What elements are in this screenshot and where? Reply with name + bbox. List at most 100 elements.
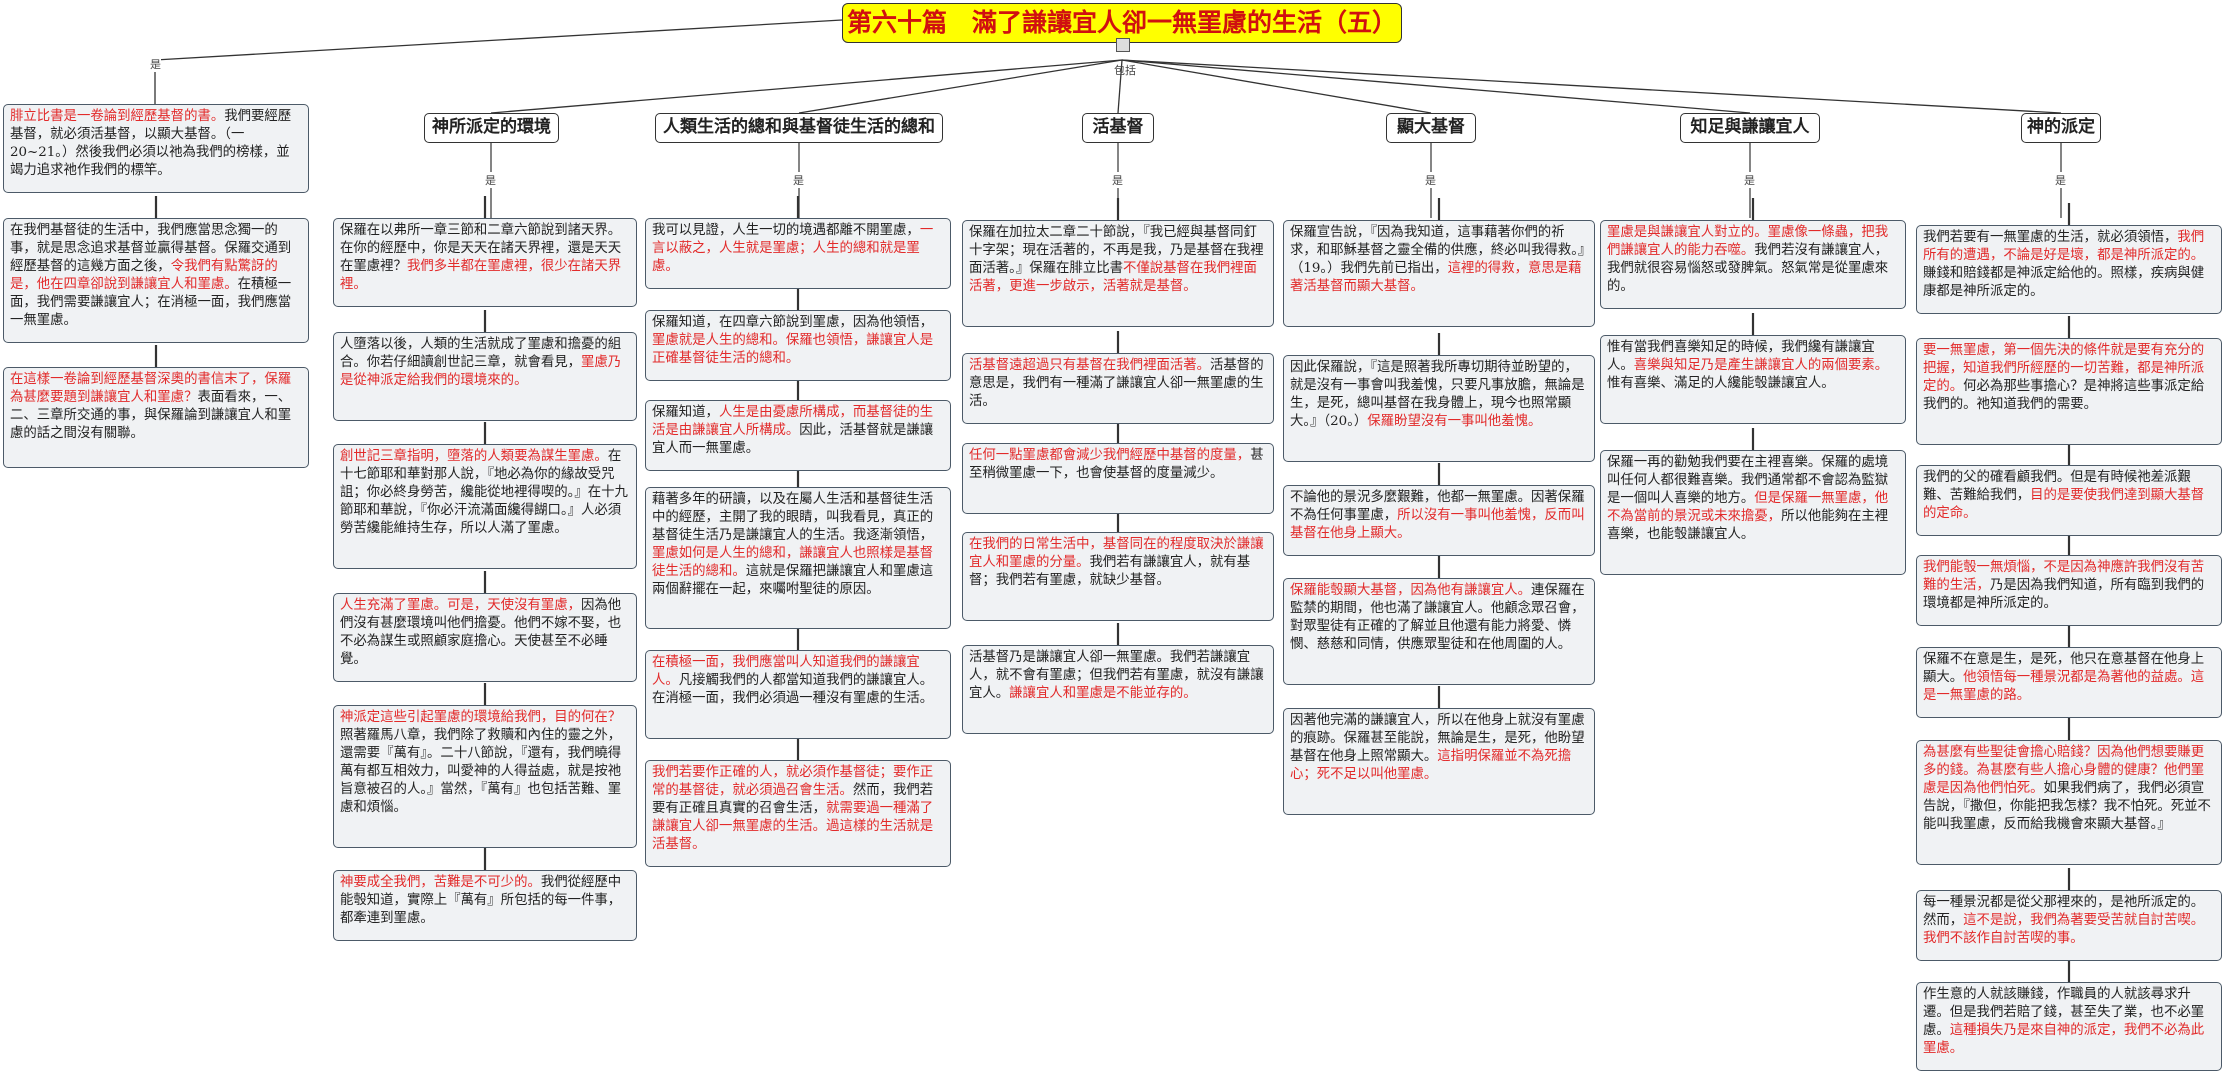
env-box-6: 神要成全我們，苦難是不可少的。我們從經歷中能彀知道，實際上『萬有』所包括的每一件… <box>333 870 637 941</box>
connector-line <box>798 59 1123 114</box>
body-text: 在積極一面，我們需要謙讓宜人；在消極一面，我們應當一無罣慮。 <box>10 277 292 328</box>
body-text: 不論他的景況多麼艱難，他都一無罣慮。因著保羅不為任何事罣慮， <box>1290 490 1585 523</box>
body-text: 乃是因為我們知道，所有臨到我們的環境都是神所派定的。 <box>1923 578 2205 611</box>
ordain-box-5: 保羅不在意是生，是死，他只在意基督在他身上顯大。他領悟每一種景況都是為著他的益處… <box>1916 647 2222 718</box>
body-text: 我們若有謙讓宜人，就有基督；我們若有罣慮，就缺少基督。 <box>969 555 1251 588</box>
highlight-text: 不僅說基督在我們裡面活著，更進一步啟示，活著就是基督。 <box>969 261 1257 294</box>
body-text: 惟有當我們喜樂知足的時候，我們纔有謙讓宜人。 <box>1607 340 1875 373</box>
highlight-text: 喜樂與知足乃是產生謙讓宜人的兩個要素。 <box>1633 358 1889 373</box>
body-text: 因為他們沒有甚麼環境叫他們擔憂。他們不嫁不娶，也不必為謀生或照顧家庭擔心。天使甚… <box>340 598 622 667</box>
env-box-1: 保羅在以弗所一章三節和二章六節說到諸天界。在你的經歷中，你是天天在諸天界裡，還是… <box>333 218 637 307</box>
highlight-text: 人生是由憂慮所構成，而基督徒的生活是由謙讓宜人所構成。 <box>652 405 934 438</box>
sum-box-5: 在積極一面，我們應當叫人知道我們的謙讓宜人。凡接觸我們的人都當知道我們的謙讓宜人… <box>645 650 951 739</box>
highlight-text: 要一無罣慮，第一個先決的條件就是要有充分的把握，知道我們所經歷的一切苦難，都是神… <box>1923 343 2205 394</box>
highlight-text: 令我們有點驚訝的是，他在四章卻說到謙讓宜人和罣慮。 <box>10 259 278 292</box>
body-text: 因此，活基督就是謙讓宜人而一無罣慮。 <box>652 423 934 456</box>
highlight-text: 我們多半都在罣慮裡，很少在諸天界裡。 <box>340 259 622 292</box>
highlight-text: 但是保羅一無罣慮，他不為當前的景況或未來擔憂， <box>1607 491 1889 524</box>
connector-label-sub: 是 <box>2055 172 2066 188</box>
env-box-4: 人生充滿了罣慮。可是，天使沒有罣慮，因為他們沒有甚麼環境叫他們擔憂。他們不嫁不娶… <box>333 593 637 682</box>
body-text: 每一種景況都是從父那裡來的，是祂所派定的。然而， <box>1923 895 2205 928</box>
ordain-box-4: 我們能彀一無煩惱，不是因為神應許我們沒有苦難的生活，乃是因為我們知道，所有臨到我… <box>1916 555 2222 626</box>
highlight-text: 這裡的得救，意思是藉著活基督而顯大基督。 <box>1290 261 1582 294</box>
body-text: 保羅在以弗所一章三節和二章六節說到諸天界。在你的經歷中，你是天天在諸天界裡，還是… <box>340 223 622 274</box>
body-text: 凡接觸我們的人都當知道我們的謙讓宜人。在消極一面，我們必須過一種沒有罣慮的生活。 <box>652 673 934 706</box>
body-text: 活基督乃是謙讓宜人卻一無罣慮。我們若謙讓宜人，就不會有罣慮；但我們若有罣慮，就沒… <box>969 650 1264 701</box>
heading-content-gentleness: 知足與謙讓宜人 <box>1680 113 1820 143</box>
body-text: 我可以見證，人生一切的境遇都離不開罣慮， <box>652 223 920 238</box>
highlight-text: 罣慮如何是人生的總和，謙讓宜人也照樣是基督徒生活的總和。 <box>652 546 934 579</box>
intro-box-1: 腓立比書是一卷論到經歷基督的書。我們要經歷基督，就必須活基督，以顯大基督。（一2… <box>3 104 309 193</box>
body-text: 藉著多年的研讀，以及在屬人生活和基督徒生活中的經歷，主開了我的眼睛，叫我看見，真… <box>652 492 934 543</box>
connector-label-left: 是 <box>150 56 161 72</box>
highlight-text: 他領悟每一種景況都是為著他的益處。這是一無罣慮的路。 <box>1923 670 2205 703</box>
highlight-text: 在積極一面，我們應當叫人知道我們的謙讓宜人。 <box>652 655 920 688</box>
env-box-5: 神派定這些引起罣慮的環境給我們，目的何在？照著羅馬八章，我們除了救贖和內住的靈之… <box>333 705 637 848</box>
body-text: 在十七節耶和華對那人說，『地必為你的緣故受咒詛；你必終身勞苦，纔能從地裡得喫的。… <box>340 449 628 536</box>
body-text: 這就是保羅把謙讓宜人和罣慮這兩個辭擺在一起，來囑咐聖徒的原因。 <box>652 564 934 597</box>
live-box-4: 在我們的日常生活中，基督同在的程度取決於謙讓宜人和罣慮的分量。我們若有謙讓宜人，… <box>962 532 1274 621</box>
highlight-text: 在我們的日常生活中，基督同在的程度取決於謙讓宜人和罣慮的分量。 <box>969 537 1264 570</box>
connector-line <box>490 59 1123 114</box>
magnify-box-4: 保羅能彀顯大基督，因為他有謙讓宜人。連保羅在監禁的期間，他也滿了謙讓宜人。他顧念… <box>1283 578 1595 685</box>
body-text: 保羅在加拉太二章二十節說，『我已經與基督同釘十字架；現在活著的，不再是我，乃是基… <box>969 225 1264 276</box>
magnify-box-1: 保羅宣告說，『因為我知道，這事藉著你們的祈求，和耶穌基督之靈全備的供應，終必叫我… <box>1283 220 1595 327</box>
highlight-text: 保羅盼望沒有一事叫他羞愧。 <box>1367 414 1542 429</box>
heading-ordained-environment: 神所派定的環境 <box>424 113 559 143</box>
body-text: 人墮落以後，人類的生活就成了罣慮和擔憂的組合。你若仔細讀創世記三章，就會看見， <box>340 337 622 370</box>
ordain-box-2: 要一無罣慮，第一個先決的條件就是要有充分的把握，知道我們所經歷的一切苦難，都是神… <box>1916 338 2222 445</box>
body-text: 我們的父的確看顧我們。但是有時候祂差派艱難、苦難給我們， <box>1923 470 2191 503</box>
connector-line <box>1121 59 1751 114</box>
body-text: 活基督的意思是，我們有一種滿了謙讓宜人卻一無罣慮的生活。 <box>969 358 1264 409</box>
connector-line <box>154 19 843 61</box>
body-text: 照著羅馬八章，我們除了救贖和內住的靈之外，還需要『萬有』。二十八節說，『還有，我… <box>340 728 622 815</box>
body-text: 我們從經歷中能彀知道，實際上『萬有』所包括的每一件事，都牽連到罣慮。 <box>340 875 622 926</box>
env-box-2: 人墮落以後，人類的生活就成了罣慮和擔憂的組合。你若仔細讀創世記三章，就會看見，罣… <box>333 332 637 421</box>
body-text: 賺錢和賠錢都是神派定給他的。照樣，疾病與健康都是神所派定的。 <box>1923 266 2205 299</box>
env-box-3: 創世記三章指明，墮落的人類要為謀生罣慮。在十七節耶和華對那人說，『地必為你的緣故… <box>333 444 637 569</box>
body-text: 甚至稍微罣慮一下，也會使基督的度量減少。 <box>969 448 1264 481</box>
body-text: 連保羅在監禁的期間，他也滿了謙讓宜人。他顧念眾召會，對眾聖徒有正確的了解並且他還… <box>1290 583 1585 652</box>
ordain-box-7: 每一種景況都是從父那裡來的，是祂所派定的。然而，這不是說，我們為著要受苦就自討苦… <box>1916 890 2222 961</box>
body-text: 保羅知道， <box>652 405 719 420</box>
body-text: 惟有喜樂、滿足的人纔能彀謙讓宜人。 <box>1607 376 1835 391</box>
highlight-text: 這指明保羅並不為死擔心；死不足以叫他罣慮。 <box>1290 749 1572 782</box>
highlight-text: 神要成全我們，苦難是不可少的。 <box>340 875 541 890</box>
connector-label-sub: 是 <box>485 172 496 188</box>
sum-box-2: 保羅知道，在四章六節說到罣慮，因為他領悟，罣慮就是人生的總和。保羅也領悟，謙讓宜… <box>645 310 951 381</box>
highlight-text: 這不是說，我們為著要受苦就自討苦喫。我們不該作自討苦喫的事。 <box>1923 913 2205 946</box>
highlight-text: 為甚麼有些聖徒會擔心賠錢？因為他們想要賺更多的錢。為甚麼有些人擔心身體的健康？他… <box>1923 745 2205 796</box>
ordain-box-6: 為甚麼有些聖徒會擔心賠錢？因為他們想要賺更多的錢。為甚麼有些人擔心身體的健康？他… <box>1916 740 2222 865</box>
body-text: 如果我們病了，我們必須宣告說，『撒但，你能把我怎樣？我不怕死。死並不能叫我罣慮，… <box>1923 781 2211 832</box>
ordain-box-8: 作生意的人就該賺錢，作職員的人就該尋求升遷。但是我們若賠了錢，甚至失了業，也不必… <box>1916 982 2222 1071</box>
highlight-text: 在這樣一卷論到經歷基督深奧的書信末了，保羅為甚麼要題到謙讓宜人和罣慮？ <box>10 372 292 405</box>
live-box-5: 活基督乃是謙讓宜人卻一無罣慮。我們若謙讓宜人，就不會有罣慮；但我們若有罣慮，就沒… <box>962 645 1274 734</box>
highlight-text: 保羅能彀顯大基督，因為他有謙讓宜人。 <box>1290 583 1532 598</box>
live-box-2: 活基督遠超過只有基督在我們裡面活著。活基督的意思是，我們有一種滿了謙讓宜人卻一無… <box>962 353 1274 424</box>
intro-box-3: 在這樣一卷論到經歷基督深奧的書信末了，保羅為甚麼要題到謙讓宜人和罣慮？表面看來，… <box>3 367 309 468</box>
highlight-text: 任何一點罣慮都會減少我們經歷中基督的度量， <box>969 448 1251 463</box>
sum-box-6: 我們若要作正確的人，就必須作基督徒；要作正常的基督徒，就必須過召會生活。然而，我… <box>645 760 951 867</box>
magnify-box-3: 不論他的景況多麼艱難，他都一無罣慮。因著保羅不為任何事罣慮，所以沒有一事叫他羞愧… <box>1283 485 1595 556</box>
diagram-title: 第六十篇 滿了謙讓宜人卻一無罣慮的生活（五） <box>842 3 1402 43</box>
magnify-box-5: 因著他完滿的謙讓宜人，所以在他身上就沒有罣慮的痕跡。保羅甚至能說，無論是生，是死… <box>1283 708 1595 815</box>
highlight-text: 罣慮就是人生的總和。保羅也領悟，謙讓宜人是正確基督徒生活的總和。 <box>652 333 934 366</box>
heading-magnify-christ: 顯大基督 <box>1386 113 1476 143</box>
highlight-text: 所以沒有一事叫他羞愧，反而叫基督在他身上顯大。 <box>1290 508 1585 541</box>
highlight-text: 我們所有的遭遇，不論是好是壞，都是神所派定的。 <box>1923 230 2205 263</box>
heading-life-summation: 人類生活的總和與基督徒生活的總和 <box>655 113 943 143</box>
highlight-text: 創世記三章指明，墮落的人類要為謀生罣慮。 <box>340 449 608 464</box>
connector-line <box>1121 59 2062 114</box>
body-text: 因著他完滿的謙讓宜人，所以在他身上就沒有罣慮的痕跡。保羅甚至能說，無論是生，是死… <box>1290 713 1585 764</box>
highlight-text: 罣慮是與謙讓宜人對立的。罣慮像一條蟲，把我們謙讓宜人的能力吞噬。 <box>1607 225 1889 258</box>
connector-label-sub: 是 <box>793 172 804 188</box>
live-box-3: 任何一點罣慮都會減少我們經歷中基督的度量，甚至稍微罣慮一下，也會使基督的度量減少… <box>962 443 1274 514</box>
hub-node-icon <box>1116 38 1130 52</box>
body-text: 因此保羅說，『這是照著我所專切期待並盼望的，就是沒有一事會叫我羞愧，只要凡事放膽… <box>1290 360 1585 429</box>
highlight-text: 活基督遠超過只有基督在我們裡面活著。 <box>969 358 1211 373</box>
heading-live-christ: 活基督 <box>1082 113 1154 143</box>
live-box-1: 保羅在加拉太二章二十節說，『我已經與基督同釘十字架；現在活著的，不再是我，乃是基… <box>962 220 1274 327</box>
body-text: 在我們基督徒的生活中，我們應當思念獨一的事，就是思念追求基督並贏得基督。保羅交通… <box>10 223 292 274</box>
connector-label-sub: 是 <box>1425 172 1436 188</box>
connector-label-sub: 是 <box>1744 172 1755 188</box>
